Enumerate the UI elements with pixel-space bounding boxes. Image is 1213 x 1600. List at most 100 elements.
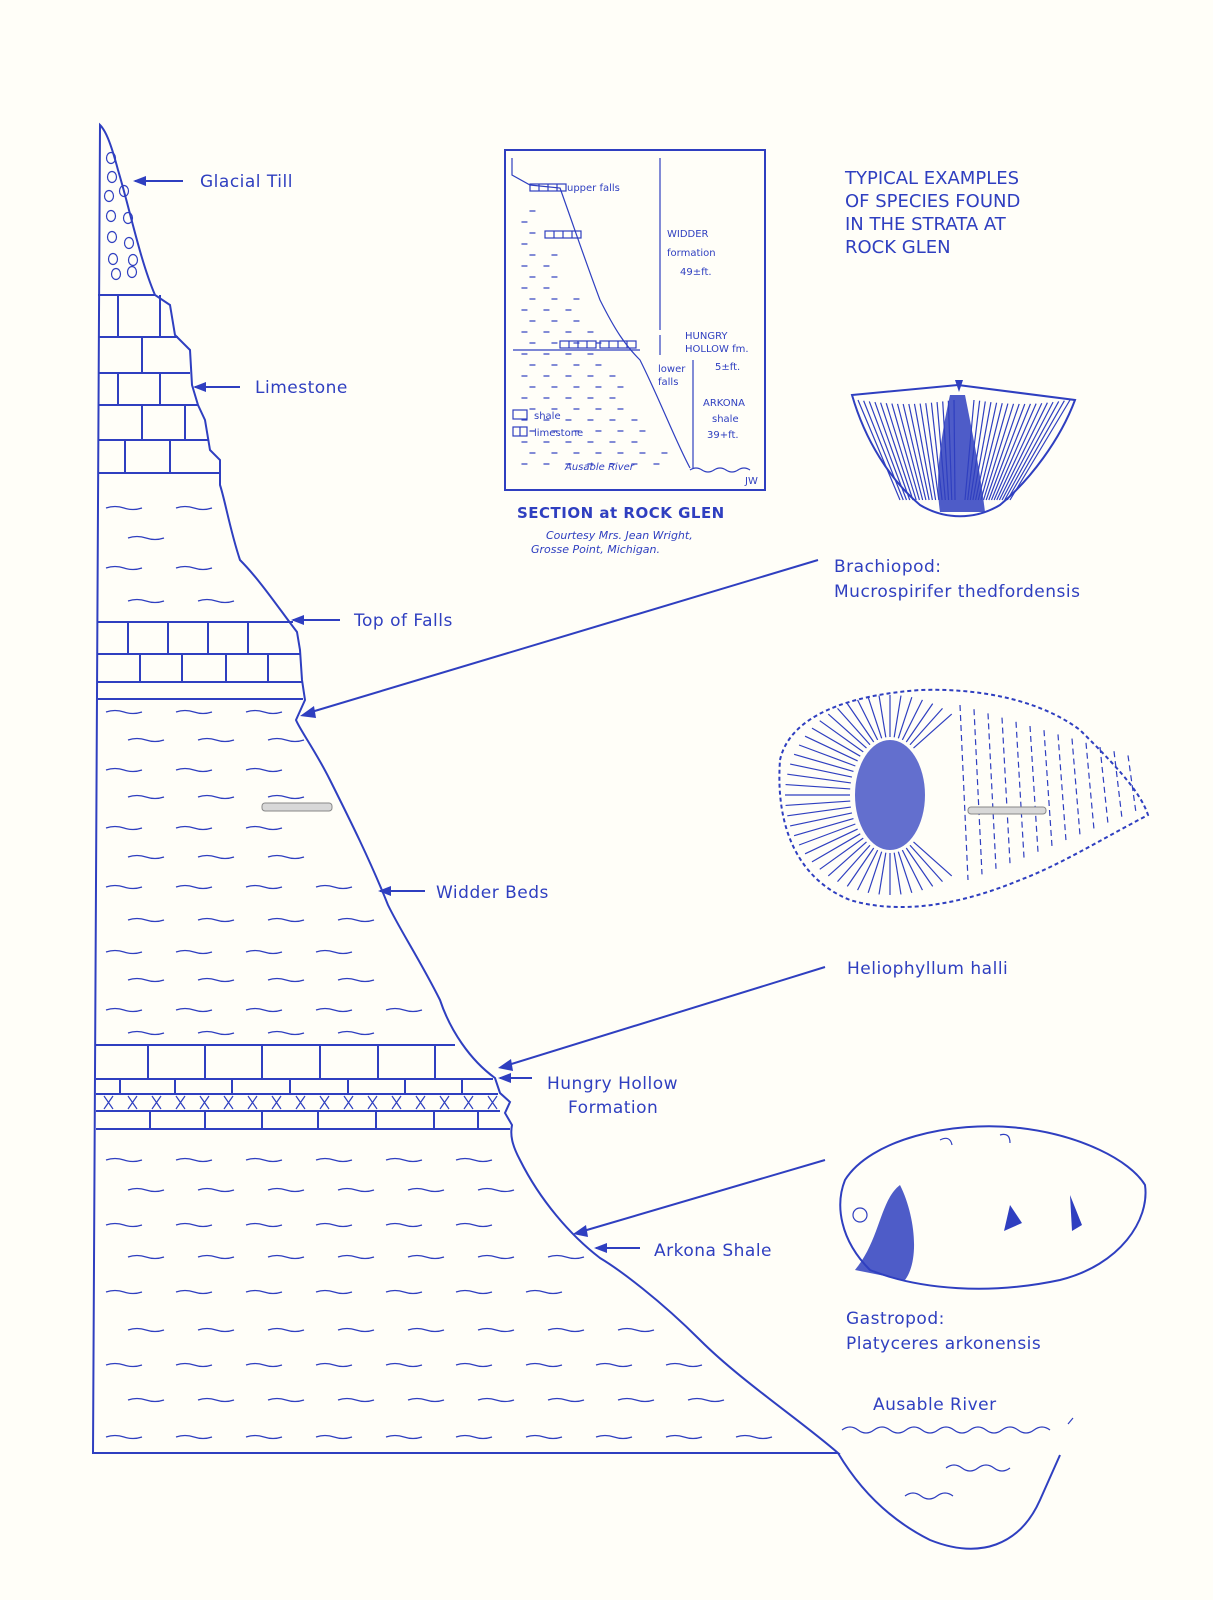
inset-credit-1: Courtesy Mrs. Jean Wright,	[546, 529, 693, 542]
shale-dash	[105, 884, 143, 890]
shale-dash	[105, 565, 143, 571]
shale-dash	[315, 1007, 353, 1013]
shale-dash	[197, 1397, 235, 1403]
shale-dash	[267, 1327, 305, 1333]
shale-dash	[245, 949, 283, 955]
shale-dash	[477, 1254, 515, 1260]
shale-dash	[337, 977, 375, 983]
shale-dash	[197, 598, 235, 604]
hungry-hollow-x-pattern	[103, 1095, 498, 1110]
shale-dash	[267, 794, 305, 800]
shale-dash	[315, 949, 353, 955]
shale-dash	[595, 1434, 633, 1440]
inset-credit-2: Grosse Point, Michigan.	[531, 543, 660, 556]
shale-dash	[245, 825, 283, 831]
heading-line-4: ROCK GLEN	[845, 237, 951, 258]
shale-dash	[197, 917, 235, 923]
shale-dash	[127, 1254, 165, 1260]
shale-dash	[687, 1397, 725, 1403]
shale-dash	[525, 1289, 563, 1295]
shale-dash	[105, 505, 143, 511]
gastropod-label-1: Gastropod:	[846, 1309, 945, 1329]
shale-dash	[455, 1434, 493, 1440]
gastropod-fossil	[839, 1125, 1147, 1290]
inset-caption: SECTION at ROCK GLEN	[517, 504, 725, 522]
inset-widder-1: WIDDER	[667, 229, 709, 240]
shale-dash	[197, 977, 235, 983]
shale-dash	[455, 1289, 493, 1295]
brachiopod-label-2: Mucrospirifer thedfordensis	[834, 582, 1080, 602]
brachiopod-label-1: Brachiopod:	[834, 557, 942, 577]
shale-dash	[197, 1254, 235, 1260]
shale-dash	[105, 1434, 143, 1440]
shale-dash	[127, 794, 165, 800]
inset-arkona-3: 39+ft.	[707, 430, 739, 441]
shale-dash	[385, 1007, 423, 1013]
shale-dash	[455, 1222, 493, 1228]
shale-dash	[105, 767, 143, 773]
shale-dash	[385, 1222, 423, 1228]
shale-dash	[267, 1187, 305, 1193]
inset-frame	[504, 149, 766, 491]
inset-initials: JW	[744, 476, 758, 487]
shale-dash	[175, 1362, 213, 1368]
shale-dash	[315, 1434, 353, 1440]
shale-dash	[337, 917, 375, 923]
shale-dash	[245, 1157, 283, 1163]
label-limestone: Limestone	[255, 378, 348, 398]
inset-strata-marks	[521, 183, 668, 465]
shale-dash	[105, 949, 143, 955]
shale-dash	[197, 794, 235, 800]
shale-dash	[127, 1397, 165, 1403]
brachiopod-fossil	[850, 380, 1077, 518]
shale-dash	[127, 977, 165, 983]
inset-arkona-2: shale	[712, 414, 739, 425]
inset-lower-2: falls	[658, 377, 678, 388]
shale-dash	[175, 1289, 213, 1295]
shale-dash	[197, 854, 235, 860]
shale-dash	[175, 505, 213, 511]
shale-dash	[127, 917, 165, 923]
shale-dashes	[105, 505, 773, 1440]
glacial-till-pebbles	[103, 151, 139, 281]
label-arkona-shale: Arkona Shale	[654, 1241, 772, 1261]
shale-dash	[547, 1254, 585, 1260]
coral-label: Heliophyllum halli	[847, 959, 1008, 979]
staple-mark	[261, 802, 333, 812]
label-formation: Formation	[568, 1098, 658, 1118]
shale-dash	[175, 767, 213, 773]
shale-dash	[407, 1327, 445, 1333]
shale-dash	[105, 1157, 143, 1163]
shale-dash	[175, 565, 213, 571]
shale-dash	[175, 949, 213, 955]
shale-dash	[105, 1222, 143, 1228]
cross-section	[91, 122, 841, 1454]
shale-dash	[665, 1434, 703, 1440]
shale-dash	[175, 709, 213, 715]
shale-dash	[735, 1434, 773, 1440]
upper-limestone-blocks	[98, 294, 220, 474]
shale-dash	[477, 1397, 515, 1403]
inset-widder-3: 49±ft.	[680, 267, 712, 278]
shale-dash	[315, 884, 353, 890]
inset-arkona-1: ARKONA	[703, 398, 745, 409]
shale-dash	[245, 884, 283, 890]
shale-dash	[455, 1362, 493, 1368]
heading-line-1: TYPICAL EXAMPLES	[844, 168, 1019, 189]
shale-dash	[197, 1030, 235, 1036]
shale-dash	[385, 1289, 423, 1295]
shale-dash	[245, 1362, 283, 1368]
shale-dash	[547, 1327, 585, 1333]
shale-dash	[267, 1254, 305, 1260]
shale-dash	[525, 1434, 563, 1440]
hungry-hollow-layer	[96, 1044, 510, 1130]
inset-section: upper falls WIDDER formation 49±ft. HUNG…	[504, 149, 766, 556]
shale-dash	[267, 854, 305, 860]
shale-dash	[175, 825, 213, 831]
shale-dash	[127, 1030, 165, 1036]
shale-dash	[337, 1397, 375, 1403]
shale-dash	[595, 1362, 633, 1368]
species-heading: TYPICAL EXAMPLES OF SPECIES FOUND IN THE…	[844, 168, 1020, 258]
label-hungry-hollow: Hungry Hollow	[547, 1074, 678, 1094]
